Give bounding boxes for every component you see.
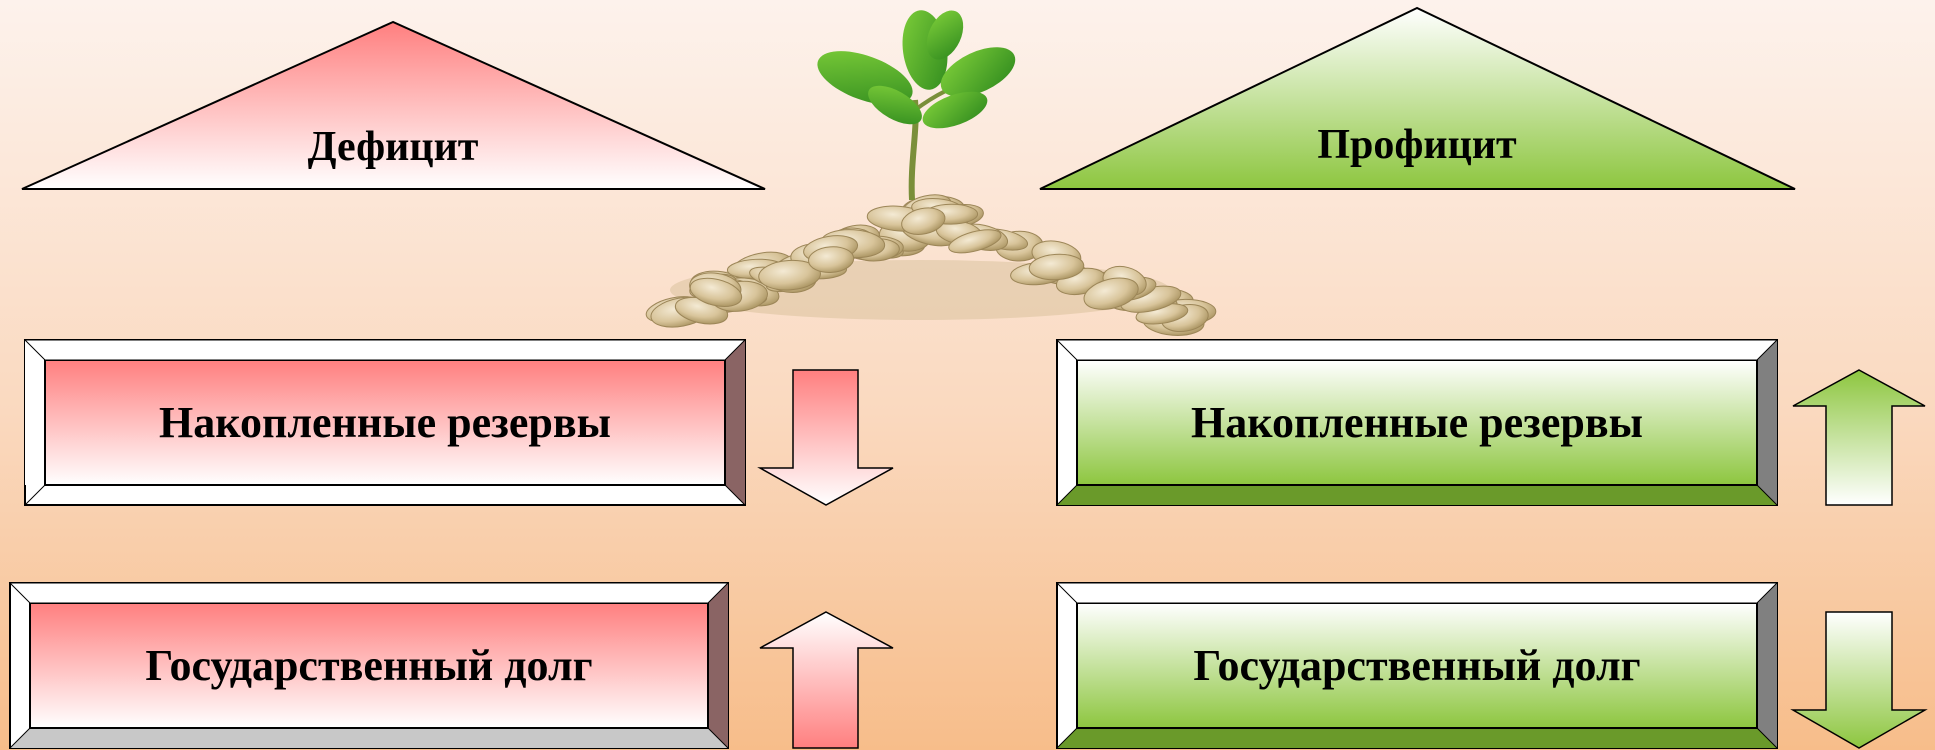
surplus-debt-label: Государственный долг — [1193, 641, 1640, 690]
surplus-title: Профицит — [1317, 122, 1517, 168]
coin — [901, 207, 946, 235]
surplus-reserves-box: Накопленные резервы — [1055, 339, 1779, 506]
coin — [689, 277, 743, 307]
surplus-debt-box: Государственный долг — [1055, 582, 1779, 749]
coin — [808, 246, 855, 273]
deficit-reserves-down-arrow-icon — [757, 369, 894, 506]
deficit-title: Дефицит — [308, 124, 479, 170]
surplus-reserves-label: Накопленные резервы — [1191, 398, 1643, 447]
deficit-reserves-box: Накопленные резервы — [23, 339, 747, 506]
coin — [1083, 277, 1139, 310]
deficit-header: Дефицит — [21, 20, 766, 190]
coin — [1028, 253, 1085, 281]
coin — [948, 229, 1002, 254]
deficit-debt-label: Государственный долг — [145, 641, 592, 690]
deficit-reserves-label: Накопленные резервы — [159, 398, 611, 447]
deficit-debt-up-arrow-icon — [759, 611, 894, 749]
surplus-debt-down-arrow-icon — [1790, 611, 1928, 749]
surplus-reserves-up-arrow-icon — [1792, 369, 1926, 506]
surplus-header: Профицит — [1039, 6, 1796, 190]
money-tree-coins-icon — [645, 10, 1217, 336]
coin — [758, 259, 821, 291]
deficit-debt-box: Государственный долг — [8, 582, 730, 749]
